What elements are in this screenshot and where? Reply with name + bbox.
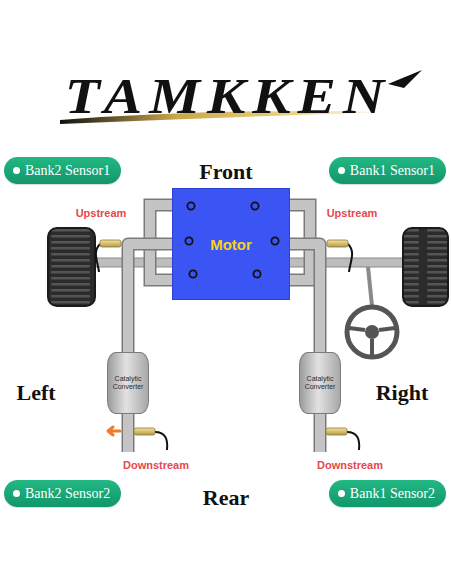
upstream-sensor-wire <box>348 244 352 272</box>
steering-hub <box>365 325 379 339</box>
left-tailpipe <box>123 414 133 452</box>
steering-spokes <box>349 328 395 356</box>
bolt-hole <box>187 202 194 209</box>
steering-column <box>368 267 372 306</box>
bolt-hole <box>185 237 192 244</box>
bullet-dot <box>13 490 20 497</box>
catalytic-converter: Catalytic Converter <box>299 352 341 414</box>
sensor-pill: Bank2 Sensor2 <box>4 480 121 507</box>
catalytic-converter: Catalytic Converter <box>107 352 149 414</box>
node-text: Motor <box>210 236 252 253</box>
brand-logo: TAMKKEN <box>65 67 391 125</box>
engine-block: Motor <box>172 188 290 300</box>
node-text: Catalytic Converter <box>302 375 338 391</box>
left-wheel <box>48 228 95 306</box>
pipe-body <box>290 244 320 352</box>
right-tailpipe-outline <box>314 414 327 452</box>
node-text: Catalytic Converter <box>110 375 146 391</box>
node-text: Bank1 Sensor2 <box>350 486 435 502</box>
node-text: Bank2 Sensor2 <box>25 486 110 502</box>
orange-arrow <box>108 427 120 435</box>
bullet-dot <box>338 167 345 174</box>
downstream-sensor-wire <box>347 432 359 450</box>
pipe-outline <box>290 244 320 352</box>
node-text: Bank1 Sensor1 <box>350 163 435 179</box>
left-tailpipe-outline <box>122 414 135 452</box>
logo-wing <box>388 70 422 88</box>
pipe-outline <box>128 244 172 352</box>
upstream-sensor-wire <box>96 244 100 272</box>
pipe-body <box>128 244 172 352</box>
sensor-pill: Bank1 Sensor2 <box>329 480 446 507</box>
bolt-hole <box>251 202 258 209</box>
sensor-position-label: Downstream <box>123 459 189 471</box>
direction-label: Rear <box>203 485 249 511</box>
direction-label: Right <box>376 380 429 406</box>
node-text: Bank2 Sensor1 <box>25 163 110 179</box>
sensor-pill: Bank1 Sensor1 <box>329 157 446 184</box>
sensor-position-label: Upstream <box>76 207 127 219</box>
upstream-sensor-left <box>100 240 121 247</box>
downstream-sensor-wire <box>155 432 167 450</box>
exhaust-pipe <box>128 244 172 352</box>
direction-label: Left <box>16 380 55 406</box>
bullet-dot <box>338 490 345 497</box>
bolt-hole <box>271 237 278 244</box>
upstream-sensor-right <box>327 240 348 247</box>
steering-wheel <box>347 307 397 357</box>
exhaust-pipe <box>290 244 320 352</box>
bullet-dot <box>13 167 20 174</box>
sensor-pill: Bank2 Sensor1 <box>4 157 121 184</box>
downstream-sensor-left <box>134 428 155 435</box>
right-tailpipe <box>315 414 325 452</box>
direction-label: Front <box>199 159 252 185</box>
bolt-hole <box>189 270 196 277</box>
sensor-position-label: Upstream <box>327 207 378 219</box>
bolt-hole <box>253 270 260 277</box>
downstream-sensor-right <box>326 428 347 435</box>
right-wheel <box>403 228 448 306</box>
sensor-position-label: Downstream <box>317 459 383 471</box>
